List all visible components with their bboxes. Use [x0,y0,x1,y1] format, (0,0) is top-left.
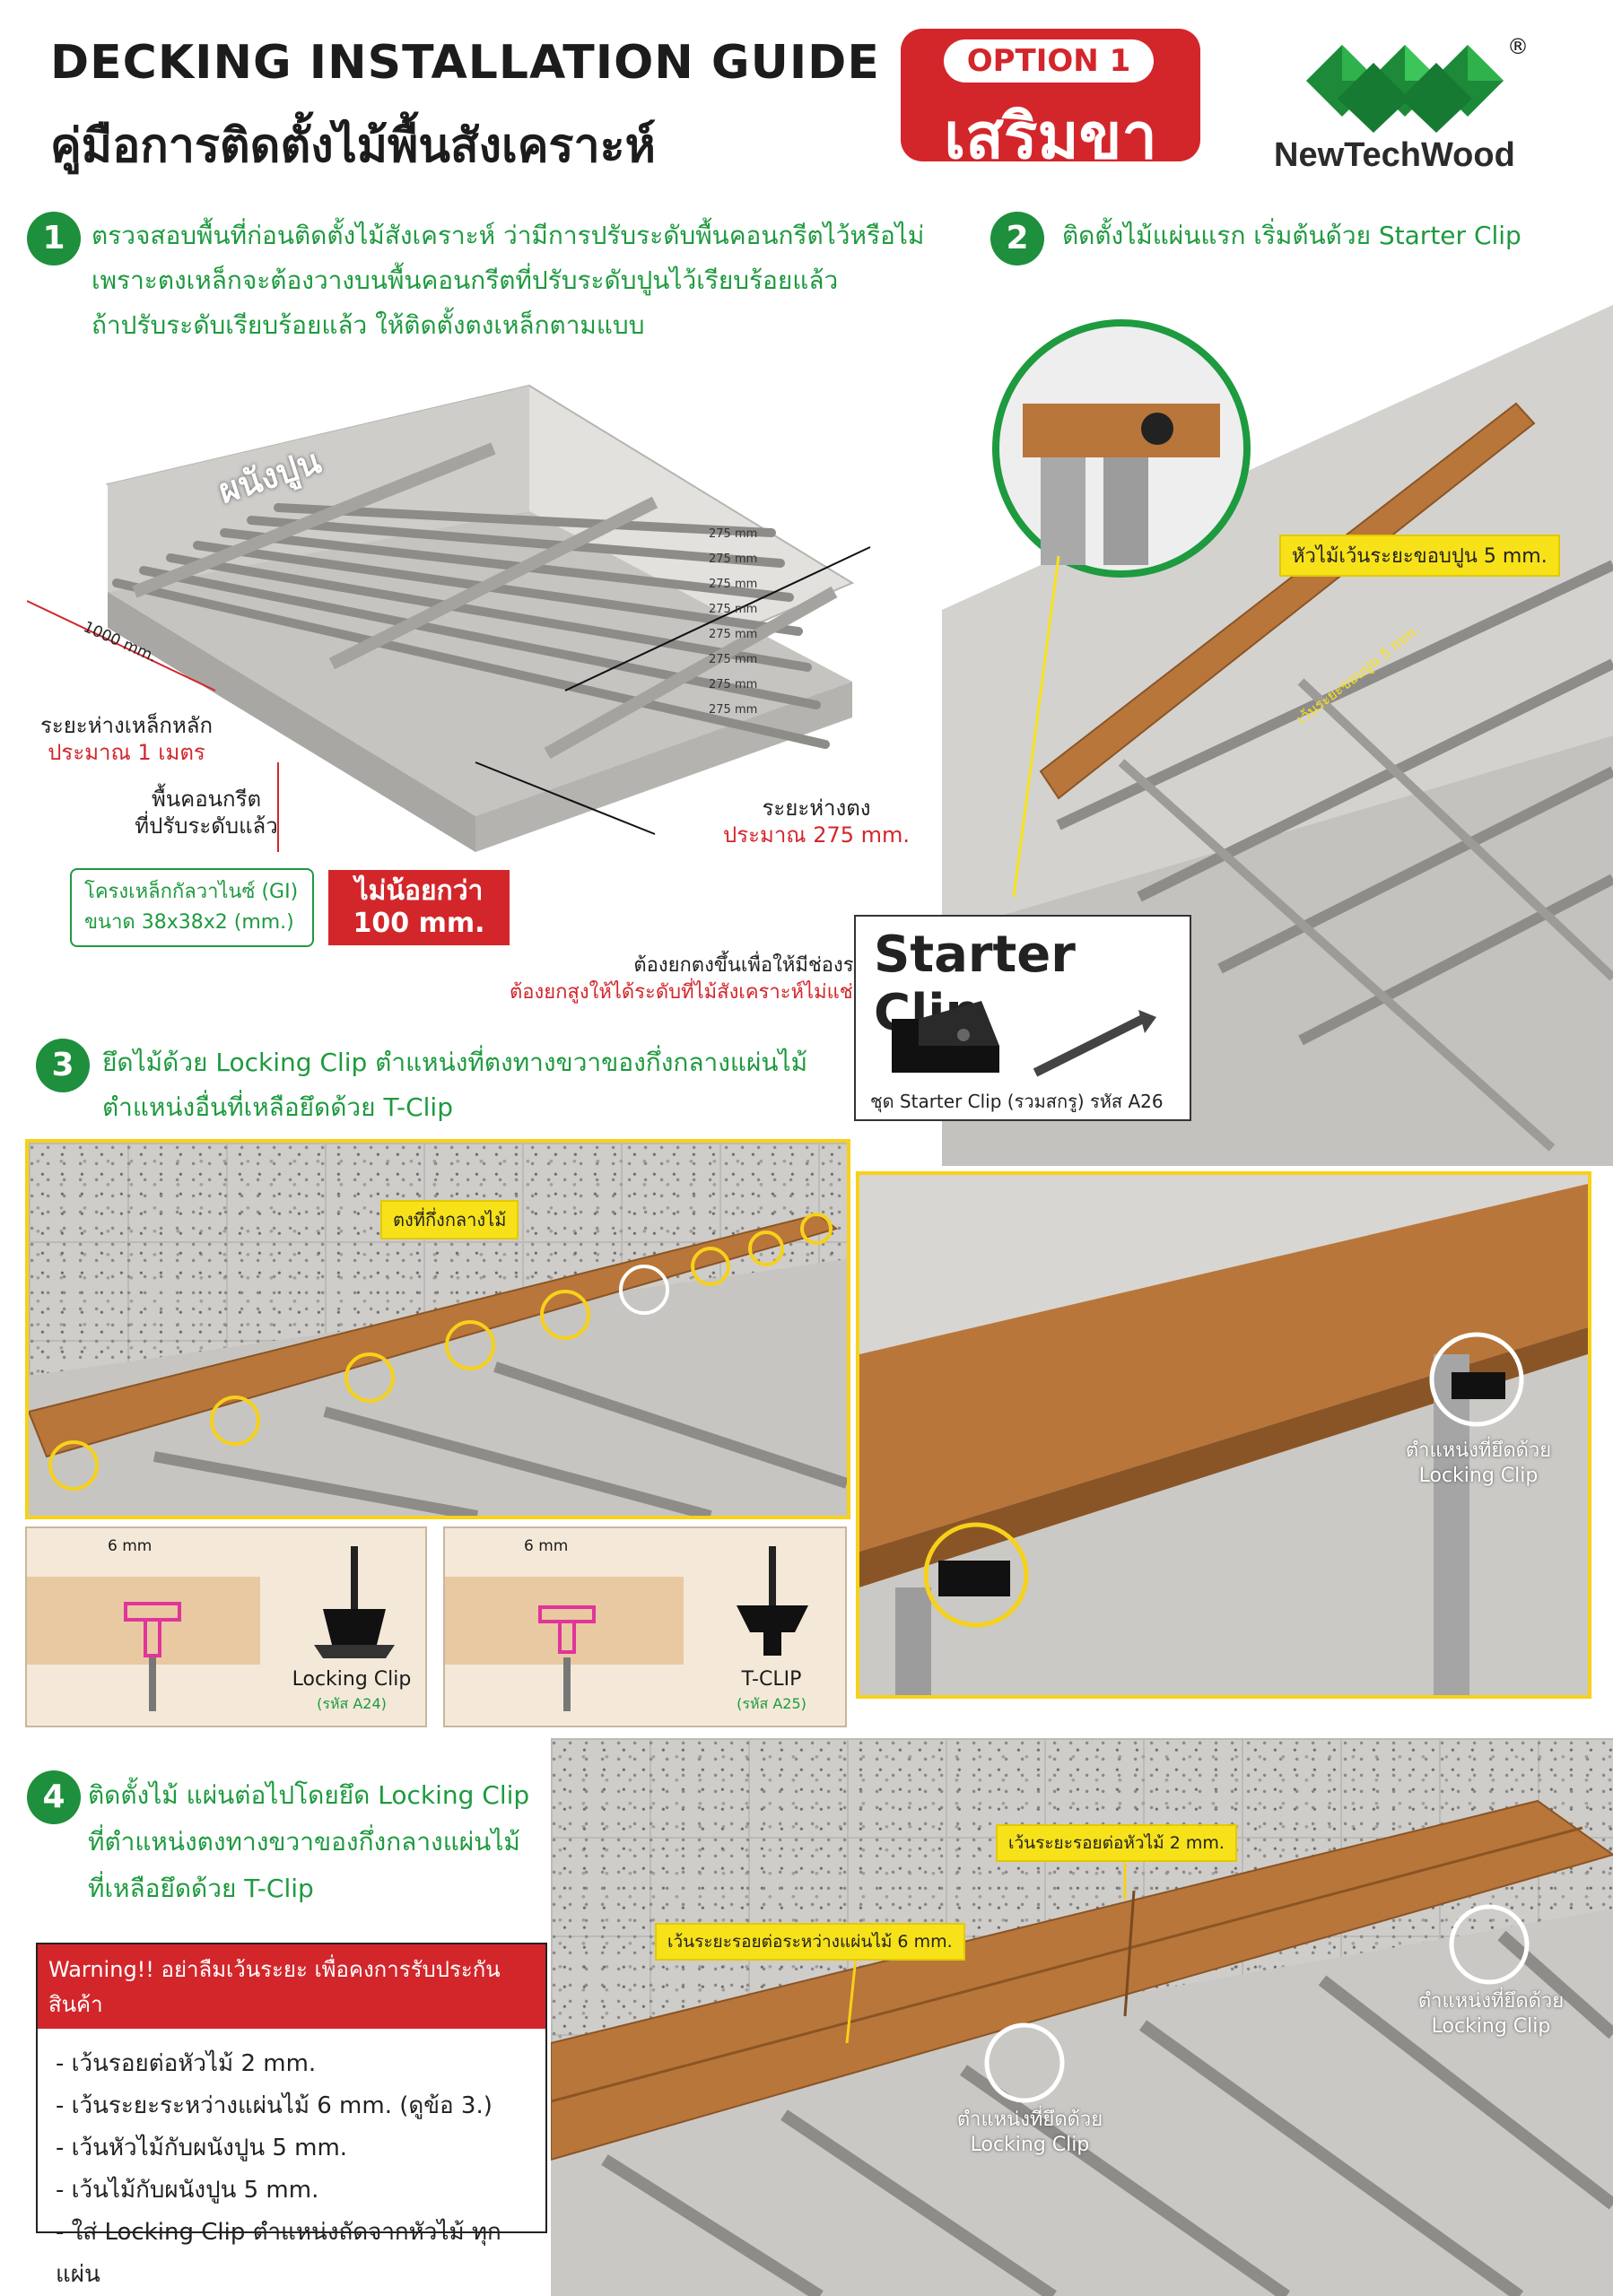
beam-spacing-value: ประมาณ 1 เมตร [48,740,205,765]
beam-spacing-text: ระยะห่างเหล็กหลัก [39,713,214,738]
step3-number: 3 [36,1039,90,1092]
screw-icon [1033,1010,1156,1077]
beam-spacing-label: ระยะห่างเหล็กหลัก ประมาณ 1 เมตร [32,712,221,766]
joist-spacing-label: ระยะห่างตง ประมาณ 275 mm. [709,795,924,848]
t-clip-section-icon [538,1605,596,1711]
newtechwood-logo-icon [1306,45,1504,133]
warning-item: - เว้นหัวไม้กับผนังปูน 5 mm. [56,2135,348,2161]
gi-frame-line: ขนาด 38x38x2 (mm.) [84,911,294,934]
step4-text: ติดตั้งไม้ แผ่นต่อไปโดยยึด Locking Clip … [88,1772,590,1912]
concrete-line: พื้นคอนกรีต [151,787,262,812]
joist-frame-drawing [27,384,871,852]
step3-board-drawing [29,1213,847,1516]
min-height-box: ไม่น้อยกว่า 100 mm. [328,870,510,945]
t-clip-detail: 6 mm T-CLIP (รหัส A25) [443,1526,847,1727]
step4-number: 4 [27,1770,81,1824]
step3-closeup: ตำแหน่งที่ยึดด้วย Locking Clip [856,1171,1591,1699]
warning-item: - เว้นรอยต่อหัวไม้ 2 mm. [56,2050,317,2077]
title-thai: คู่มือการติดตั้งไม้พื้นสังเคราะห์ [50,119,656,173]
step1-line: ตรวจสอบพื้นที่ก่อนติดตั้งไม้สังเคราะห์ ว… [92,221,925,250]
dimension-275: 275 mm [709,603,758,616]
step1-number: 1 [27,212,81,265]
center-joist-callout: ตงที่กึ่งกลางไม้ [380,1200,519,1239]
dimension-275: 275 mm [709,703,758,717]
step2-number: 2 [990,212,1044,265]
option-label: OPTION 1 [944,39,1154,83]
locking-position-right: ตำแหน่งที่ยึดด้วย Locking Clip [1383,1989,1599,2039]
locking-position-left: ตำแหน่งที่ยึดด้วย Locking Clip [922,2108,1138,2158]
registered-mark: ® [1507,34,1529,59]
concrete-label: พื้นคอนกรีต ที่ปรับระดับแล้ว [117,786,296,839]
starter-clip-icon [892,1001,1156,1077]
joist-dimensions: 275 mm 275 mm 275 mm 275 mm 275 mm 275 m… [709,522,757,723]
warning-box: Warning!! อย่าลืมเว้นระยะ เพื่อคงการรับป… [36,1943,547,2288]
dimension-275: 275 mm [709,578,758,591]
warning-item: - ใส่ Locking Clip ตำแหน่งถัดจากหัวไม้ ท… [56,2219,501,2288]
brand-name: NewTechWood [1274,136,1515,174]
step3-text: ยึดไม้ด้วย Locking Clip ตำแหน่งที่ตงทางข… [102,1040,874,1130]
dimension-275: 275 mm [709,653,758,666]
t-clip-code: (รหัส A25) [737,1695,806,1712]
locking-position-label: ตำแหน่งที่ยึดด้วย Locking Clip [1371,1439,1586,1489]
step4-scene: เว้นระยะรอยต่อหัวไม้ 2 mm. เว้นระยะรอยต่… [551,1738,1613,2296]
step1-illustration: ผนังปูน 1000 mm. 275 mm 275 mm 275 mm 27… [27,368,924,1031]
step3-board-scene: ตงที่กึ่งกลางไม้ [25,1139,850,1519]
starter-clip-title: Starter Clip [874,926,1076,1042]
concrete-line: ที่ปรับระดับแล้ว [135,813,278,839]
locking-position-line: Locking Clip [1418,1465,1539,1487]
step3-line: ยึดไม้ด้วย Locking Clip ตำแหน่งที่ตงทางข… [102,1048,808,1077]
gi-frame-line: โครงเหล็กกัลวาไนซ์ (GI) [84,881,299,903]
locking-clip-icon [314,1546,395,1658]
step1-line: เพราะตงเหล็กจะต้องวางบนพื้นคอนกรีตที่ปรั… [92,265,839,295]
step3-line: ตำแหน่งอื่นที่เหลือยึดด้วย T-Clip [102,1092,453,1122]
min-height-line: 100 mm. [353,908,485,939]
dimension-275: 275 mm [709,552,758,566]
t-clip-icon [737,1546,808,1656]
step4-line: ที่ตำแหน่งตงทางขวาของกึ่งกลางแผ่นไม้ [88,1827,520,1857]
detail-gap-label: 6 mm [524,1537,569,1555]
step1-line: ถ้าปรับระดับเรียบร้อยแล้ว ให้ติดตั้งตงเห… [92,310,645,340]
detail-gap-label: 6 mm [108,1537,153,1555]
locking-position-line: ตำแหน่งที่ยึดด้วย [1417,1990,1565,2013]
step2-title: ติดตั้งไม้แผ่นแรก เริ่มต้นด้วย Starter C… [1062,221,1521,250]
starter-clip-box: Starter Clip ชุด Starter Clip (รวมสกรู) … [854,915,1191,1121]
locking-clip-detail: 6 mm Locking Clip (รหัส A24) [25,1526,427,1727]
title-english: DECKING INSTALLATION GUIDE [50,36,880,90]
t-clip-name: T-CLIP [741,1668,802,1691]
starter-clip-caption: ชุด Starter Clip (รวมสกรู) รหัส A26 [870,1091,1164,1112]
step1-text: ตรวจสอบพื้นที่ก่อนติดตั้งไม้สังเคราะห์ ว… [92,213,953,348]
step4-line: ติดตั้งไม้ แผ่นต่อไปโดยยึด Locking Clip [88,1780,530,1810]
dimension-275: 275 mm [709,527,758,541]
closeup-drawing [859,1175,1588,1695]
warning-title: Warning!! อย่าลืมเว้นระยะ เพื่อคงการรับป… [38,1944,545,2029]
end-joint-callout: เว้นระยะรอยต่อหัวไม้ 2 mm. [996,1824,1237,1862]
joist-spacing-value: ประมาณ 275 mm. [722,822,911,848]
warning-list: - เว้นรอยต่อหัวไม้ 2 mm. - เว้นระยะระหว่… [38,2029,545,2296]
locking-clip-code: (รหัส A24) [317,1695,387,1712]
warning-item: - เว้นไม้กับผนังปูน 5 mm. [56,2177,319,2204]
locking-clip-section-icon [124,1602,181,1711]
locking-clip-name: Locking Clip [292,1668,412,1691]
side-gap-callout: เว้นระยะรอยต่อระหว่างแผ่นไม้ 6 mm. [655,1923,965,1961]
locking-position-line: ตำแหน่งที่ยึดด้วย [1405,1439,1552,1462]
dimension-275: 275 mm [709,628,758,641]
locking-position-line: Locking Clip [1431,2015,1551,2038]
step2-callout: หัวไม้เว้นระยะขอบปูน 5 mm. [1279,535,1560,577]
min-height-line: ไม่น้อยกว่า [354,875,484,907]
joist-spacing-text: ระยะห่างตง [762,796,871,821]
option-badge: OPTION 1 เสริมขา [901,29,1200,173]
option-thai: เสริมขา [944,100,1157,173]
step4-board-drawing [551,1799,1613,2296]
dimension-275: 275 mm [709,678,758,691]
warning-item: - เว้นระยะระหว่างแผ่นไม้ 6 mm. (ดูข้อ 3.… [56,2092,493,2119]
locking-position-line: ตำแหน่งที่ยึดด้วย [956,2109,1103,2131]
locking-position-line: Locking Clip [970,2134,1090,2156]
gi-frame-box: โครงเหล็กกัลวาไนซ์ (GI) ขนาด 38x38x2 (mm… [70,868,314,947]
step4-line: ที่เหลือยึดด้วย T-Clip [88,1874,314,1903]
